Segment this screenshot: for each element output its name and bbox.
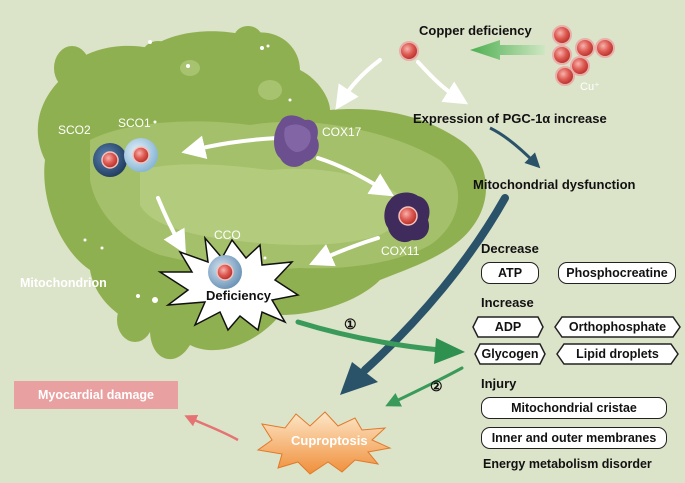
- circle-1-marker: ①: [344, 316, 357, 332]
- pathway-1-arrow: [295, 319, 443, 353]
- pgc-to-dysfunction-arrow: [489, 126, 541, 169]
- membranes-box: Inner and outer membranes: [481, 427, 667, 449]
- sco1-label: SCO1: [118, 116, 151, 130]
- lipid-droplets-box: Lipid droplets: [556, 343, 679, 365]
- copper-deficiency-label: Copper deficiency: [419, 23, 532, 38]
- orthophosphate-box: Orthophosphate: [554, 316, 681, 338]
- mito-pathway-arrows: [156, 58, 395, 267]
- lipid-droplets-label: Lipid droplets: [576, 347, 659, 361]
- dysfunction-arrowhead: [340, 362, 378, 395]
- sco2-label: SCO2: [58, 123, 91, 137]
- injury-title: Injury: [481, 376, 517, 391]
- copper-ion: [399, 41, 419, 61]
- copper-deficiency-arrow: [470, 40, 545, 60]
- deficiency-label: Deficiency: [206, 288, 272, 303]
- atp-box: ATP: [481, 262, 539, 284]
- cox17-protein: [274, 115, 319, 167]
- copper-cluster: [552, 25, 615, 86]
- orthophosphate-label: Orthophosphate: [568, 320, 667, 334]
- cox17-label: COX17: [322, 125, 362, 139]
- adp-box: ADP: [472, 316, 544, 338]
- myocardial-damage-box: Myocardial damage: [14, 381, 178, 409]
- sco1-protein: [124, 138, 158, 172]
- mitochondrial-cristae-box: Mitochondrial cristae: [481, 397, 667, 419]
- cox11-protein: [384, 192, 430, 243]
- cuproptosis-label: Cuproptosis: [291, 433, 368, 448]
- increase-title: Increase: [481, 295, 534, 310]
- sco2-protein: [93, 143, 127, 177]
- adp-label: ADP: [494, 320, 522, 334]
- decrease-title: Decrease: [481, 241, 539, 256]
- mitochondrial-dysfunction-label: Mitochondrial dysfunction: [473, 177, 636, 192]
- cox11-label: COX11: [381, 244, 420, 258]
- glycogen-box: Glycogen: [474, 343, 546, 365]
- cuproptosis-starburst: [256, 411, 392, 475]
- glycogen-label: Glycogen: [481, 347, 539, 361]
- cco-label: CCO: [214, 228, 241, 242]
- pathway-2-arrow: [385, 366, 464, 407]
- dysfunction-to-cuproptosis-arrow: [361, 194, 509, 374]
- pgc-arrow: [416, 60, 469, 105]
- pathway-1-arrowhead: [434, 338, 465, 364]
- circle-2-marker: ②: [430, 378, 443, 394]
- cco-protein: [208, 255, 242, 289]
- mitochondrion-label: Mitochondrion: [20, 276, 107, 290]
- energy-disorder-label: Energy metabolism disorder: [483, 457, 652, 471]
- pgc-expression-label: Expression of PGC-1α increase: [413, 111, 607, 126]
- phosphocreatine-box: Phosphocreatine: [558, 262, 676, 284]
- cu-plus-label: Cu⁺: [580, 81, 600, 93]
- to-myocardial-arrow: [184, 414, 239, 442]
